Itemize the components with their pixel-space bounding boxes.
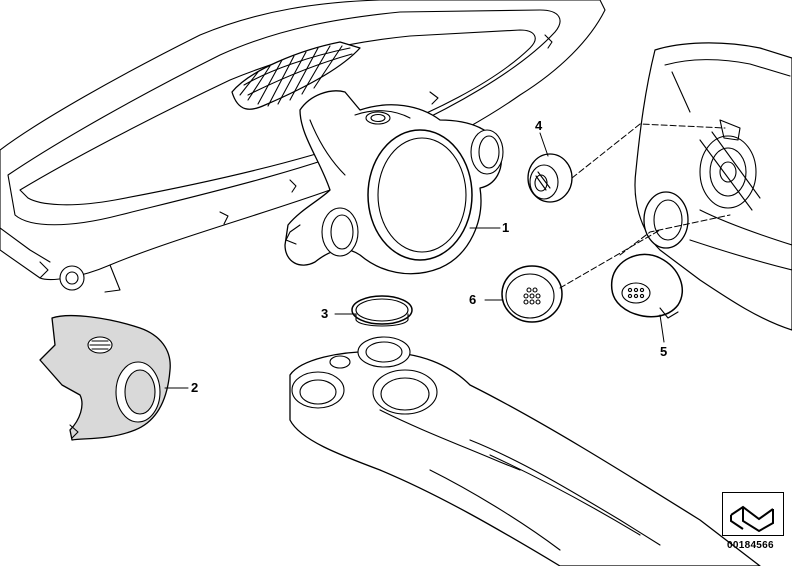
trim-ring bbox=[351, 295, 413, 327]
instrument-cluster-housing bbox=[284, 90, 504, 275]
center-console bbox=[289, 336, 761, 566]
callout-3: 3 bbox=[321, 306, 329, 321]
callout-1: 1 bbox=[502, 220, 510, 235]
reference-stamp-icon bbox=[722, 492, 784, 536]
dash-link-5 bbox=[619, 214, 731, 256]
callout-2: 2 bbox=[191, 380, 199, 395]
dash-vent-grille bbox=[231, 41, 361, 110]
leader-4 bbox=[539, 132, 549, 157]
leader-lines bbox=[164, 123, 731, 389]
door-panel bbox=[634, 42, 792, 331]
dash-link-6 bbox=[559, 229, 661, 289]
round-cover bbox=[501, 265, 563, 323]
document-id: 00184566 bbox=[727, 540, 774, 551]
speaker-unit bbox=[527, 153, 573, 203]
callout-4: 4 bbox=[535, 118, 543, 133]
side-trim-with-vent bbox=[39, 314, 171, 441]
dash-link-4 bbox=[571, 123, 726, 179]
leader-5 bbox=[659, 314, 665, 343]
callout-6: 6 bbox=[469, 292, 477, 307]
callout-5: 5 bbox=[660, 344, 668, 359]
dashboard-panel bbox=[0, 0, 606, 293]
speaker-cap bbox=[610, 253, 683, 319]
